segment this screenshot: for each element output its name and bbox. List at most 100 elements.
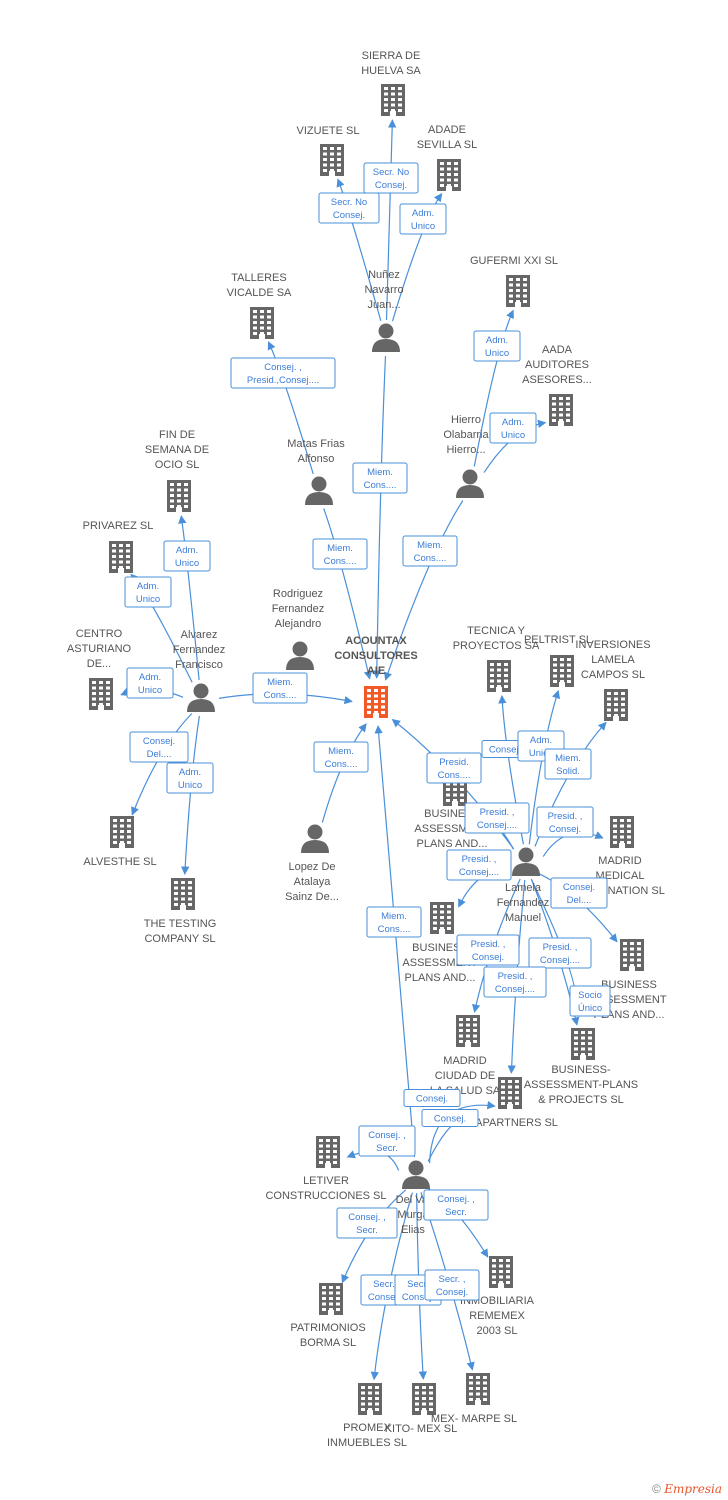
edge-label[interactable]: Consej.Del.... (550, 877, 608, 909)
edge-label-text: Consej. (434, 1114, 466, 1125)
node-label: CONSULTORES (334, 650, 417, 662)
node-label: Sainz De... (285, 891, 339, 903)
edge-label-text: Cons.... (414, 553, 447, 564)
edge-label[interactable]: Miem.Cons.... (402, 535, 458, 567)
company-node[interactable]: RMAPARTNERS SL (458, 1077, 558, 1129)
edge-label-text: Miem. (328, 746, 354, 757)
edge-label[interactable]: Presid. ,Consej.... (446, 849, 512, 881)
edge-label-text: Consej. (472, 952, 504, 963)
edge-label[interactable]: Consej. (403, 1089, 461, 1107)
edge-label[interactable]: Adm.Unico (124, 576, 172, 608)
node-label: Manuel (505, 912, 541, 924)
node-label: COMPANY SL (144, 933, 215, 945)
edge-label[interactable]: Consej. , Secr. (423, 1189, 489, 1221)
person-icon (456, 469, 484, 498)
edge-label[interactable]: Miem.Cons.... (352, 462, 408, 494)
edge-label-text: Secr. (407, 1279, 429, 1290)
edge-label[interactable]: Consej. ,Secr. (358, 1125, 416, 1157)
company-node[interactable]: CENTROASTURIANODE... (67, 628, 132, 710)
edge-label[interactable]: Miem.Cons.... (313, 741, 369, 773)
node-label: AIE (367, 665, 385, 677)
edge-label[interactable]: Miem.Cons.... (312, 538, 368, 570)
edge-label[interactable]: Presid.Cons.... (426, 752, 482, 784)
edge-label-text: Secr. (445, 1207, 467, 1218)
person-node[interactable]: NuñezNavarroJuan... (364, 269, 404, 352)
node-label: VICALDE SA (227, 287, 292, 299)
edge-label[interactable]: Presid. ,Consej. (456, 934, 520, 966)
node-label: PLANS AND... (405, 972, 476, 984)
edge-label[interactable]: Presid. ,Consej.... (464, 802, 530, 834)
company-node[interactable]: ALVESTHE SL (83, 816, 157, 868)
company-node[interactable]: MEX- MARPE SL (431, 1373, 517, 1425)
person-node[interactable]: HierroOlabarriaHierro... (443, 414, 489, 498)
edge-label-box (124, 576, 172, 608)
company-node[interactable]: GUFERMI XXI SL (470, 255, 558, 307)
edge-label[interactable]: Secr. ,Consej. (424, 1269, 480, 1301)
node-label: MEX- MARPE SL (431, 1413, 517, 1425)
edge-label[interactable]: Adm.Unico (126, 667, 174, 699)
edge-label-box (402, 535, 458, 567)
company-node[interactable]: VIZUETE SL (297, 125, 360, 176)
building-icon (250, 307, 274, 339)
company-node[interactable]: BUSINESS-ASSESSMENT-PLANS& PROJECTS SL (524, 1028, 638, 1106)
edge-label-text: Miem. (267, 677, 293, 688)
edge-label-box (399, 203, 447, 235)
relation-edge (473, 309, 514, 467)
edge-label[interactable]: Consej. ,Secr. (336, 1207, 398, 1239)
edge-label-text: Unico (411, 221, 435, 232)
edge-label[interactable]: Consej. ,Presid.,Consej.... (230, 357, 336, 389)
edge-label-text: Consej. (436, 1287, 468, 1298)
node-label: AADA (542, 344, 573, 356)
edge-label[interactable]: Miem.Solid. (544, 748, 592, 780)
brand-name: Empresia (664, 1482, 722, 1496)
edge-label[interactable]: Adm.Unico (473, 330, 521, 362)
node-label: Alvarez (181, 629, 218, 641)
node-label: GUFERMI XXI SL (470, 255, 558, 267)
building-icon (610, 816, 634, 848)
edge-label[interactable]: Miem.Cons.... (366, 906, 422, 938)
edge-label[interactable]: Consej.Del.... (129, 731, 189, 763)
edge-label[interactable]: Adm.Unico (489, 412, 537, 444)
edge-label[interactable]: Presid. ,Consej.... (528, 937, 592, 969)
company-node[interactable]: PELTRIST SL (524, 634, 592, 687)
edge-label-text: Consej. , (437, 1194, 475, 1205)
edge-label[interactable]: Presid. ,Consej.... (483, 966, 547, 998)
company-node[interactable]: KITO- MEX SL (385, 1383, 458, 1435)
edge-label[interactable]: Adm.Unico (166, 762, 214, 794)
edge-label-box (544, 748, 592, 780)
building-icon (167, 480, 191, 512)
edge-label[interactable]: Adm.Unico (399, 203, 447, 235)
edge-label[interactable]: Consej. (421, 1109, 479, 1127)
edge-label-box (483, 966, 547, 998)
edge-label[interactable]: Miem.Cons.... (252, 672, 308, 704)
relation-edge (178, 515, 200, 681)
company-node[interactable]: AADAAUDITORESASESORES... (522, 344, 592, 426)
edge-label[interactable]: Adm.Unico (163, 540, 211, 572)
edge-label[interactable]: Presid. ,Consej. (536, 806, 594, 838)
company-node[interactable]: PRIVAREZ SL (83, 520, 154, 573)
